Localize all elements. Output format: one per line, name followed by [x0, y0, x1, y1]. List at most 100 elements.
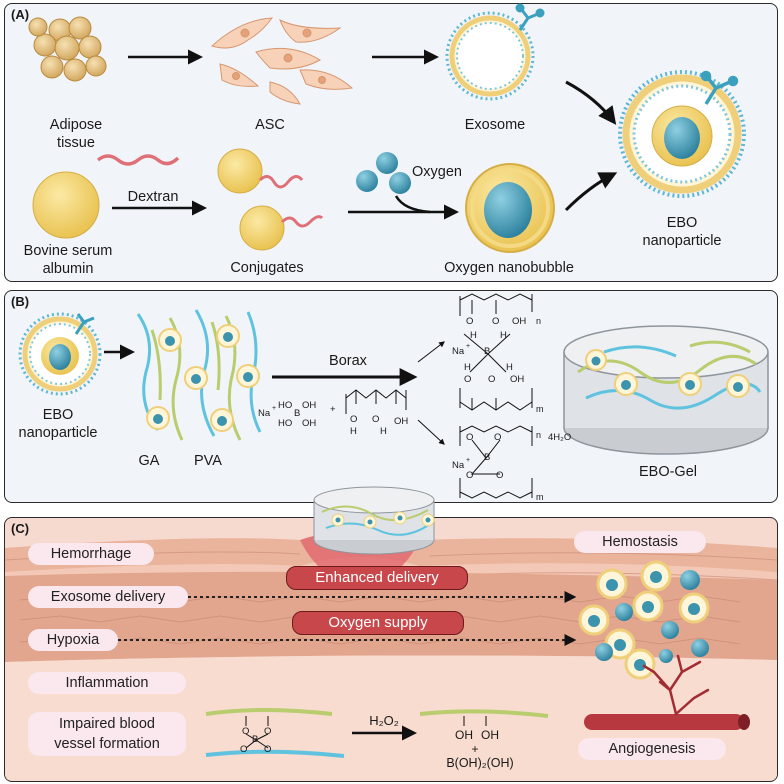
- borax-na: Na: [258, 408, 271, 419]
- top-m: m: [536, 404, 544, 414]
- label-pva: PVA: [194, 453, 222, 469]
- label-exosome: Exosome: [464, 117, 526, 133]
- ebo-nanoparticle-small-icon: [18, 312, 102, 396]
- arrow-reaction-down: [417, 419, 445, 445]
- asc-cells-icon: [211, 17, 354, 105]
- panel-c-label: (C): [11, 521, 30, 536]
- borax-oh-top: OH: [302, 400, 317, 411]
- c-o1: O: [242, 726, 250, 737]
- label-adipose: Adipose tissue: [49, 117, 103, 151]
- ebo-gel-icon: [563, 325, 769, 455]
- label-boric: B(OH)₂(OH): [446, 756, 514, 770]
- top-h4: H: [506, 362, 513, 373]
- label-ebo-a: EBO nanoparticle: [642, 215, 722, 249]
- label-nanobubble: Oxygen nanobubble: [444, 260, 574, 276]
- panel-a-label: (A): [11, 7, 30, 22]
- pill-hemostasis: Hemostasis: [574, 531, 706, 553]
- arrow-nanobubble-ebo: [564, 172, 618, 212]
- bot-o4: O: [496, 470, 504, 481]
- label-oh-1: OH: [455, 728, 473, 742]
- bot-water: 4H₂O: [548, 432, 572, 443]
- pill-angiogenesis: Angiogenesis: [578, 738, 726, 760]
- label-ga: GA: [138, 453, 160, 469]
- top-h3: H: [464, 362, 471, 373]
- exosome-icon: [445, 3, 545, 101]
- ebo-nanoparticle-icon: [618, 70, 746, 198]
- c-o2: O: [264, 726, 272, 737]
- panel-b-label: (B): [11, 294, 30, 309]
- top-oh-low: OH: [510, 374, 525, 385]
- oxygen-molecules-icon: [356, 152, 411, 194]
- hemostasis-particles-icon: [578, 560, 710, 680]
- bot-m: m: [536, 492, 544, 502]
- crosslink-structure-top-icon: [459, 293, 533, 411]
- label-oh-2: OH: [481, 728, 499, 742]
- arrow-exosome-ebo: [565, 80, 617, 125]
- pva-o2: O: [372, 414, 380, 425]
- label-dextran: Dextran: [127, 189, 179, 205]
- reactant-plus: +: [330, 404, 336, 415]
- pva-h1: H: [350, 426, 357, 437]
- label-ebo-gel: EBO-Gel: [638, 464, 697, 480]
- label-h2o2: H₂O₂: [369, 713, 399, 728]
- borax-b: B: [294, 408, 301, 419]
- top-b: B: [484, 346, 491, 357]
- pill-oxygen-supply: Oxygen supply: [292, 611, 464, 635]
- blue-fiber-icon: [205, 749, 345, 758]
- top-o-low1: O: [464, 374, 472, 385]
- pva-o1: O: [350, 414, 358, 425]
- bot-na: Na: [452, 460, 465, 471]
- pva-oh: OH: [394, 416, 409, 427]
- ebo-in-mixture-icons: [146, 324, 260, 432]
- top-na-charge: +: [466, 343, 471, 350]
- gel-on-wound-icon: [313, 486, 435, 555]
- c-o4: O: [264, 744, 272, 755]
- pva-structure-icon: [345, 389, 407, 414]
- oxygen-nanobubble-icon: [465, 163, 555, 253]
- bot-na-charge: +: [466, 457, 471, 464]
- pill-impaired: Impaired blood vessel formation: [28, 712, 186, 756]
- pill-hemorrhage: Hemorrhage: [28, 543, 154, 565]
- pill-hypoxia: Hypoxia: [28, 629, 118, 651]
- borate-crosslink-icon: [245, 716, 269, 749]
- bsa-sphere-icon: [32, 171, 100, 239]
- label-plus: +: [471, 742, 479, 756]
- top-h1: H: [470, 330, 477, 341]
- borax-ho-top: HO: [278, 400, 293, 411]
- bot-n: n: [536, 430, 542, 440]
- c-o3: O: [240, 744, 248, 755]
- label-conjugates: Conjugates: [230, 260, 304, 276]
- top-o-left: O: [466, 316, 474, 327]
- conjugates-icon: [217, 148, 324, 251]
- arrow-reaction-up: [417, 341, 445, 363]
- borax-oh-bottom: OH: [302, 418, 317, 429]
- green-fiber-product-icon: [419, 709, 549, 718]
- top-oh: OH: [512, 316, 527, 327]
- borax-ho-bottom: HO: [278, 418, 293, 429]
- top-o-mid: O: [492, 316, 500, 327]
- pill-exosome-delivery: Exosome delivery: [28, 586, 188, 608]
- dextran-strand-icon: [96, 154, 180, 166]
- bot-o1: O: [466, 432, 474, 443]
- label-asc: ASC: [255, 117, 285, 133]
- top-na: Na: [452, 346, 465, 357]
- pva-h2: H: [380, 426, 387, 437]
- pill-inflammation: Inflammation: [28, 672, 186, 694]
- top-o-low2: O: [488, 374, 496, 385]
- blood-vessel-icon: [584, 654, 750, 730]
- c-b: B: [252, 734, 259, 745]
- bot-b: B: [484, 452, 491, 463]
- bot-o3: O: [466, 470, 474, 481]
- green-fiber-icon: [205, 708, 333, 716]
- label-oxygen: Oxygen: [412, 164, 462, 180]
- crosslink-structure-bottom-icon: [459, 425, 533, 499]
- pill-enhanced-delivery: Enhanced delivery: [286, 566, 468, 590]
- adipose-tissue-icon: [28, 16, 107, 82]
- borax-na-charge: +: [272, 405, 277, 412]
- top-h2: H: [500, 330, 507, 341]
- label-ebo-b: EBO nanoparticle: [18, 407, 98, 441]
- label-borax: Borax: [329, 353, 367, 369]
